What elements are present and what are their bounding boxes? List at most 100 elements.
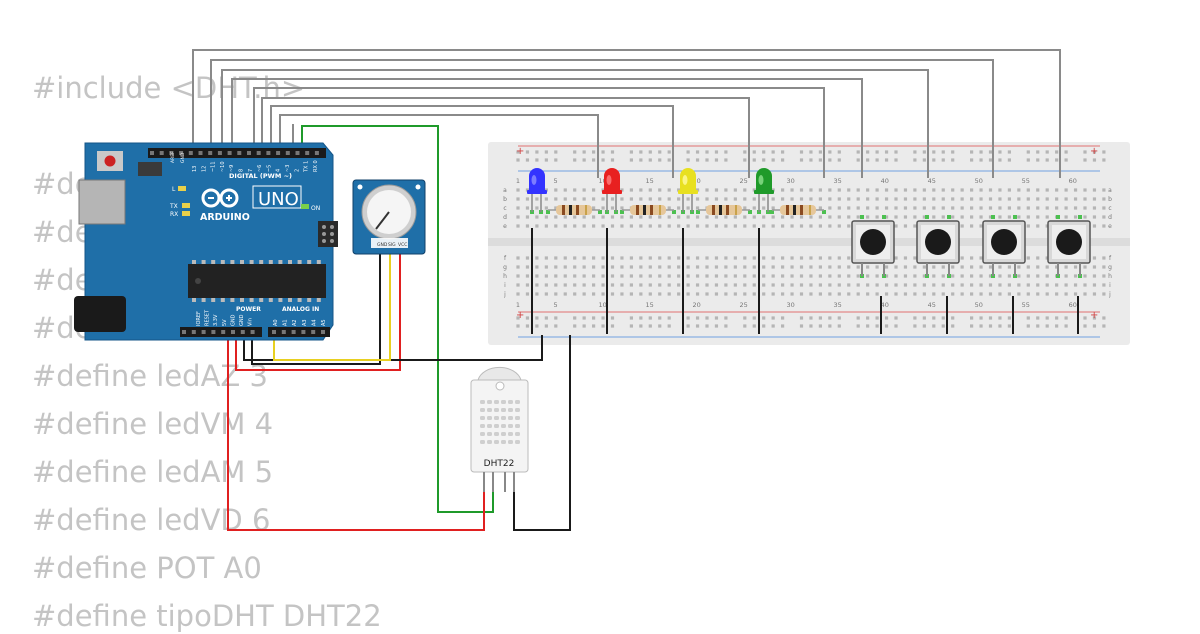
header-pin[interactable]: [221, 330, 226, 334]
chip-leg: [220, 260, 225, 264]
rail-hole: [762, 324, 766, 328]
rail-hole: [856, 158, 860, 162]
terminal-hole: [979, 206, 983, 210]
led-green[interactable]: [754, 168, 774, 212]
header-pin[interactable]: [247, 151, 251, 155]
reset-button[interactable]: [104, 155, 116, 167]
header-pin[interactable]: [169, 151, 174, 155]
terminal-hole: [667, 283, 671, 287]
header-pin[interactable]: [305, 151, 310, 155]
pushbutton-2[interactable]: [916, 220, 960, 276]
header-pin[interactable]: [159, 151, 164, 155]
terminal-hole: [601, 206, 605, 210]
pushbutton-1[interactable]: [851, 220, 895, 276]
terminal-hole: [903, 283, 908, 287]
terminal-hole: [629, 283, 633, 287]
header-pin[interactable]: [231, 330, 235, 334]
rail-hole: [516, 150, 520, 154]
led-yellow[interactable]: [678, 168, 698, 212]
column-number-bottom: 20: [693, 301, 701, 309]
header-pin[interactable]: [150, 151, 154, 155]
chip-leg: [288, 298, 292, 302]
terminal-hole: [639, 188, 643, 192]
header-pin[interactable]: [250, 330, 255, 334]
terminal-hole: [686, 265, 690, 269]
terminal-hole: [573, 292, 577, 296]
terminal-hole: [894, 215, 898, 219]
header-pin[interactable]: [191, 330, 196, 334]
terminal-hole: [601, 274, 605, 278]
rail-hole: [592, 324, 596, 328]
header-pin[interactable]: [188, 151, 193, 155]
terminal-hole: [903, 215, 908, 219]
column-number-top: 35: [834, 177, 842, 185]
header-pin[interactable]: [291, 330, 296, 334]
pushbutton-4[interactable]: [1047, 220, 1091, 276]
rail-hole: [1102, 150, 1106, 154]
rail-hole: [1036, 158, 1040, 162]
rail-hole: [639, 324, 643, 328]
header-pin[interactable]: [276, 151, 281, 155]
header-pin[interactable]: [266, 151, 271, 155]
terminal-hole: [988, 265, 993, 269]
terminal-hole: [894, 283, 898, 287]
header-pin[interactable]: [237, 151, 242, 155]
header-pin[interactable]: [272, 330, 276, 334]
terminal-hole: [856, 215, 860, 219]
terminal-hole: [686, 215, 690, 219]
header-pin[interactable]: [182, 330, 186, 334]
terminal-hole: [762, 215, 766, 219]
row-letter-right: d: [1108, 214, 1112, 221]
header-pin[interactable]: [295, 151, 300, 155]
header-pin[interactable]: [281, 330, 286, 334]
header-pin[interactable]: [311, 330, 316, 334]
header-pin[interactable]: [217, 151, 222, 155]
terminal-hole: [724, 224, 728, 228]
connected-hole: [822, 210, 826, 214]
potentiometer[interactable]: GND SIG VCC: [352, 179, 426, 255]
header-pin[interactable]: [208, 151, 213, 155]
digital-pin-label: ~5: [266, 165, 272, 172]
led-blue[interactable]: [527, 168, 547, 212]
header-pin[interactable]: [314, 151, 319, 155]
header-pin[interactable]: [179, 151, 184, 155]
board-brand: ARDUINO: [200, 212, 250, 223]
terminal-hole: [790, 188, 794, 192]
rail-hole: [828, 158, 832, 162]
rail-hole: [1036, 150, 1040, 154]
terminal-hole: [1036, 265, 1040, 269]
terminal-hole: [554, 265, 558, 269]
rail-hole: [743, 158, 747, 162]
header-pin[interactable]: [256, 151, 261, 155]
pin-label-gnd: GND: [180, 152, 186, 163]
header-pin[interactable]: [301, 330, 306, 334]
header-pin[interactable]: [201, 330, 206, 334]
header-pin[interactable]: [321, 330, 325, 334]
terminal-hole: [1026, 265, 1030, 269]
rail-hole: [648, 324, 652, 328]
rail-hole: [667, 316, 671, 320]
rail-hole: [573, 158, 577, 162]
terminal-hole: [837, 292, 841, 296]
row-letter-left: c: [503, 205, 506, 212]
rail-hole: [894, 158, 898, 162]
pushbutton-3[interactable]: [982, 220, 1026, 276]
led-red[interactable]: [602, 168, 622, 212]
header-pin[interactable]: [240, 330, 245, 334]
terminal-hole: [771, 265, 775, 269]
rail-hole: [837, 150, 841, 154]
terminal-hole: [639, 197, 643, 201]
terminal-hole: [648, 274, 652, 278]
resistor-4: [772, 205, 824, 215]
rail-hole: [970, 158, 974, 162]
digital-pin-label: 12: [201, 166, 207, 172]
header-pin[interactable]: [285, 151, 290, 155]
terminal-hole: [705, 292, 709, 296]
header-pin[interactable]: [198, 151, 203, 155]
terminal-hole: [1026, 188, 1030, 192]
header-pin[interactable]: [211, 330, 216, 334]
terminal-hole: [677, 206, 681, 210]
terminal-hole: [1083, 274, 1087, 278]
header-pin[interactable]: [227, 151, 232, 155]
terminal-hole: [705, 265, 709, 269]
